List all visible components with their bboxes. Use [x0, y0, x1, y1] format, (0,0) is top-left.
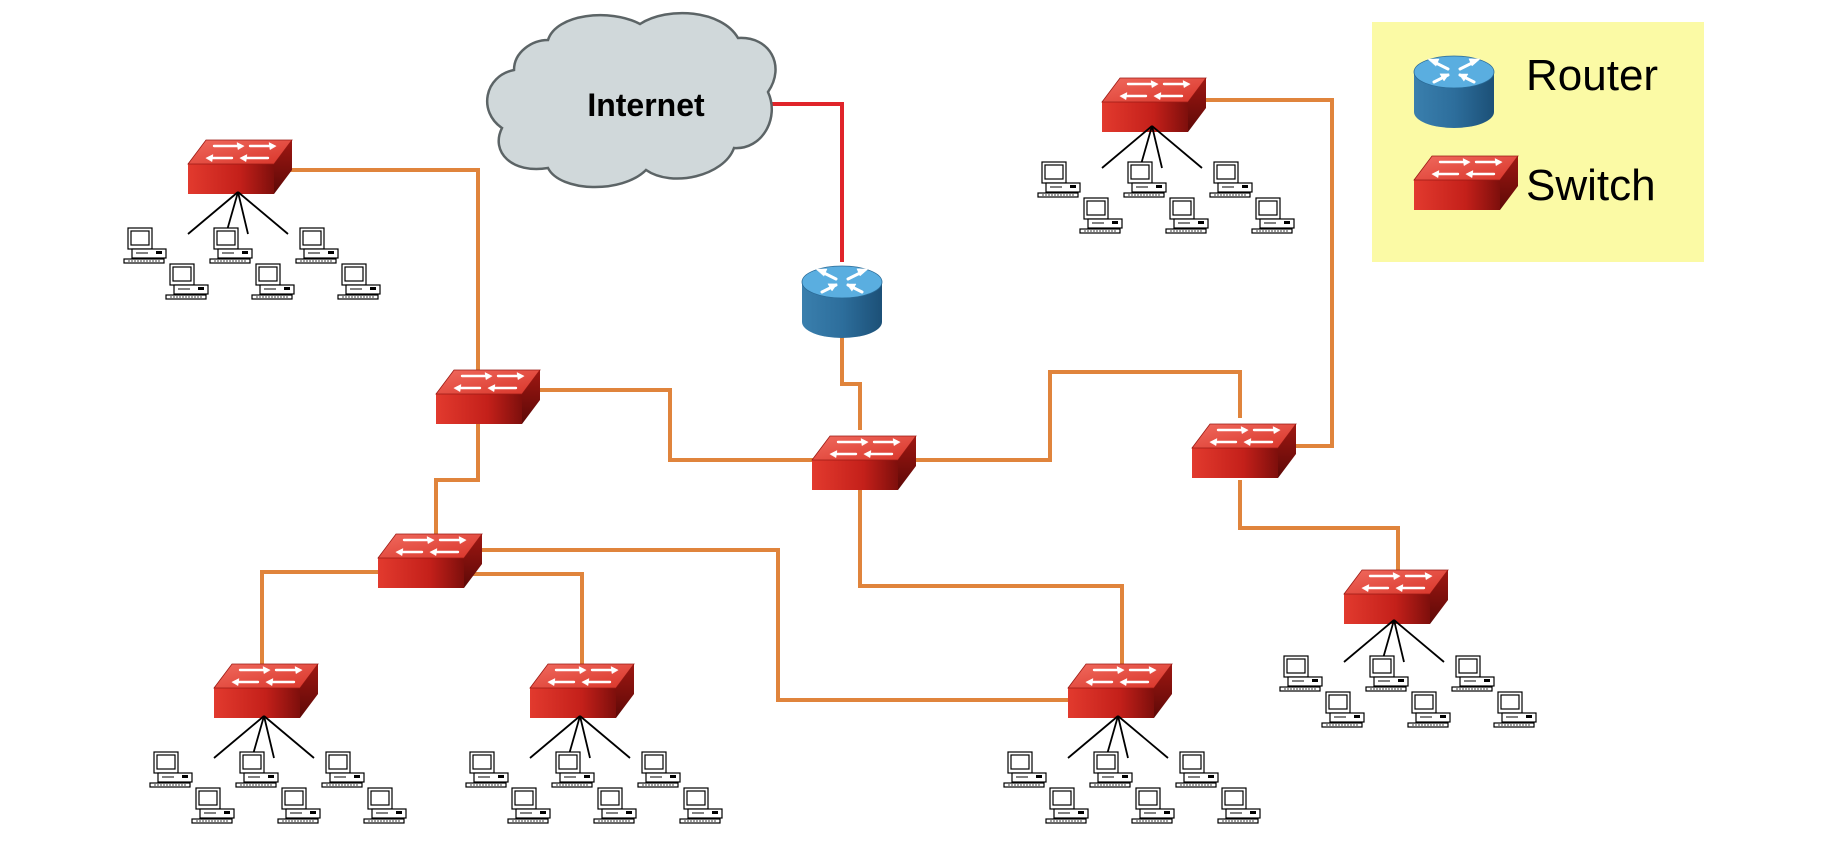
- link-westagg-sw2: [466, 572, 584, 668]
- workstation-cluster-sw2: [466, 716, 722, 823]
- switch-icon: [212, 662, 320, 720]
- link-westdist-core: [532, 388, 820, 462]
- switch-icon: [1100, 76, 1208, 134]
- legend-switch-label: Switch: [1526, 161, 1656, 210]
- workstation-cluster-sw1: [150, 716, 406, 823]
- link-westdist-westagg: [434, 420, 480, 540]
- switches: [186, 76, 1450, 720]
- workstation-cluster-s: [1004, 716, 1260, 823]
- legend-router-label: Router: [1526, 51, 1658, 100]
- link-core-eastdist: [904, 370, 1242, 462]
- switch-icon: [810, 434, 918, 492]
- link-router-core: [840, 336, 862, 430]
- link-eastdist-se: [1238, 480, 1400, 578]
- router-icon: [800, 264, 884, 340]
- switch-icon: [1342, 568, 1450, 626]
- switch-icon: [1190, 422, 1298, 480]
- switch-icon: [186, 138, 294, 196]
- link-westagg-s: [480, 548, 1068, 702]
- legend: Router Switch: [1372, 22, 1704, 262]
- switch-icon: [528, 662, 636, 720]
- link-core-s: [858, 490, 1124, 668]
- link-internet-router: [758, 102, 844, 262]
- internet-label: Internet: [587, 87, 705, 123]
- workstation-cluster-ne: [1038, 126, 1294, 233]
- link-westdist-nw: [286, 168, 480, 372]
- switch-icon: [1412, 154, 1520, 212]
- workstation-cluster-se: [1280, 620, 1536, 727]
- link-eastdist-ne: [1202, 98, 1334, 448]
- link-westagg-sw1: [260, 570, 378, 668]
- links: [260, 98, 1400, 702]
- switch-icon: [1066, 662, 1174, 720]
- workstation-cluster-nw: [124, 192, 380, 299]
- switch-icon: [376, 532, 484, 590]
- router-icon: [1412, 54, 1496, 130]
- switch-icon: [434, 368, 542, 426]
- router: [800, 264, 884, 340]
- internet-cloud: Internet: [485, 11, 777, 189]
